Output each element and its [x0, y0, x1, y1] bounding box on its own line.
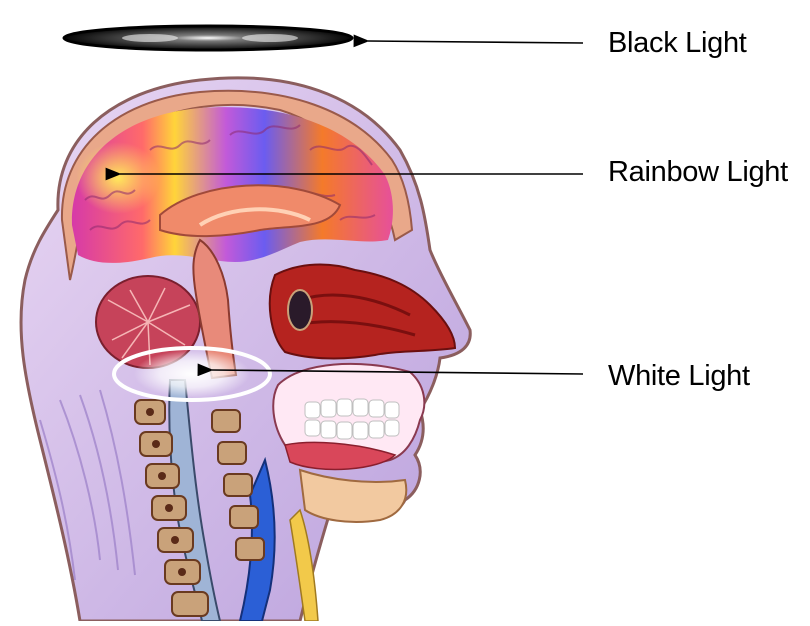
- white-light-label: White Light: [608, 360, 750, 393]
- rainbow-light-label: Rainbow Light: [608, 156, 788, 189]
- black-light-pointer: [368, 41, 583, 43]
- black-light-label: Black Light: [608, 27, 747, 60]
